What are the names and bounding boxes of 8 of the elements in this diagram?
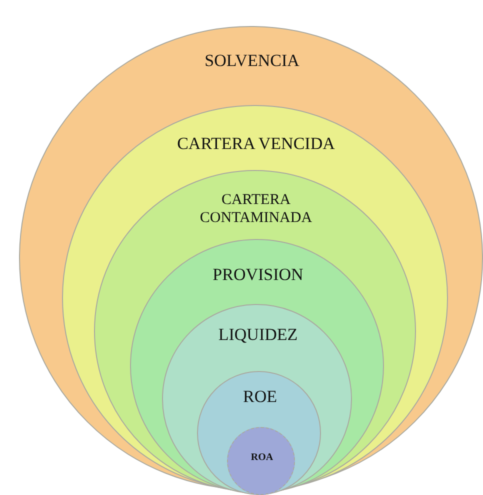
circle-region (227, 427, 295, 495)
region-label: CARTERA VENCIDA (176, 134, 336, 154)
region-label: PROVISION (212, 265, 304, 286)
region-label: CARTERA CONTAMINADA (198, 191, 314, 227)
region-label: ROA (250, 452, 274, 464)
region-label: SOLVENCIA (204, 51, 300, 72)
region-label: LIQUIDEZ (217, 325, 299, 346)
region-label: ROE (242, 387, 278, 408)
